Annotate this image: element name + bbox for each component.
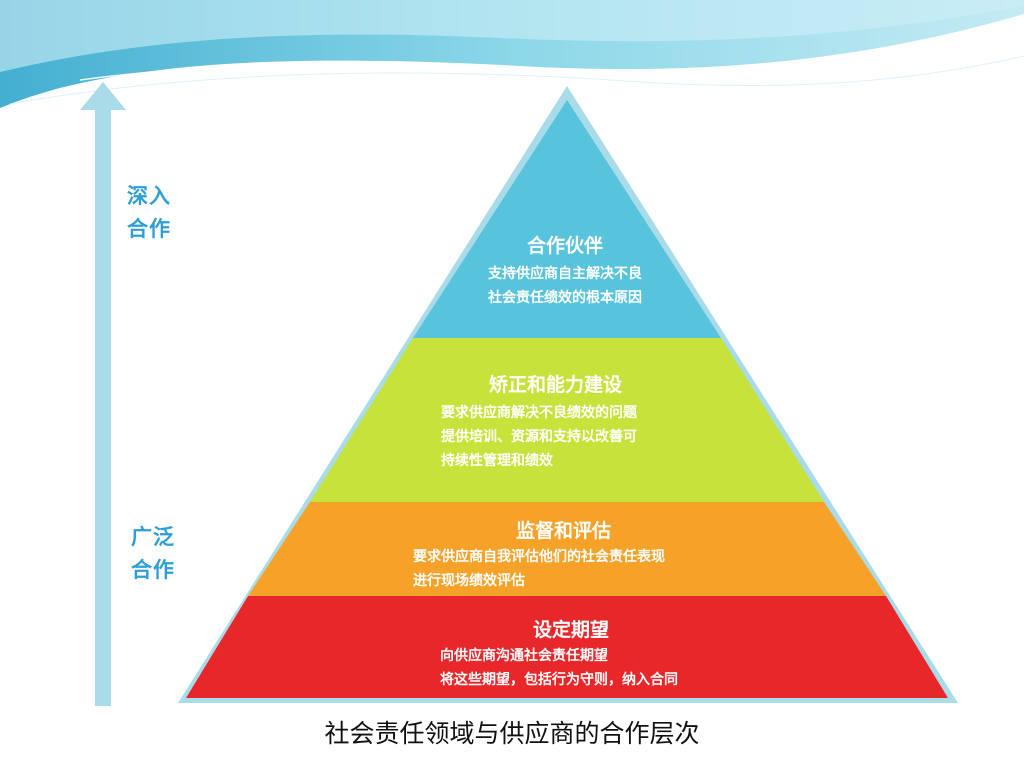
tier-monitoring-text: 监督和评估 要求供应商自我评估他们的社会责任表现 进行现场绩效评估 xyxy=(413,516,793,593)
tier-description-line: 要求供应商解决不良绩效的问题 xyxy=(441,405,637,421)
slide-caption: 社会责任领域与供应商的合作层次 xyxy=(324,719,700,748)
tier-monitoring xyxy=(248,502,886,596)
tier-description-line: 持续性管理和绩效 xyxy=(441,453,553,469)
broad-cooperation-label-line: 广泛 xyxy=(131,525,175,549)
tier-partnership-text: 合作伙伴 支持供应商自主解决不良 社会责任绩效的根本原因 xyxy=(430,231,700,310)
tier-description-line: 提供培训、资源和支持以改善可 xyxy=(441,429,637,445)
tier-corrective-text: 矫正和能力建设 要求供应商解决不良绩效的问题 提供培训、资源和支持以改善可 持续… xyxy=(441,370,771,473)
tier-title: 设定期望 xyxy=(533,619,610,641)
tier-description-line: 支持供应商自主解决不良 xyxy=(488,266,642,282)
tier-expectations-text: 设定期望 向供应商沟通社会责任期望 将这些期望，包括行为守则，纳入合同 xyxy=(440,615,820,692)
tier-description-line: 社会责任绩效的根本原因 xyxy=(488,290,642,306)
header-wave xyxy=(0,0,1024,108)
tier-description-line: 向供应商沟通社会责任期望 xyxy=(440,648,608,664)
deep-cooperation-label-line: 合作 xyxy=(127,217,171,241)
tier-description-line: 要求供应商自我评估他们的社会责任表现 xyxy=(413,549,665,565)
tier-partnership xyxy=(413,100,721,338)
deep-cooperation-label-line: 深入 xyxy=(127,184,171,208)
deep-cooperation-label: 深入 合作 xyxy=(127,180,171,246)
tier-title: 合作伙伴 xyxy=(526,235,603,257)
vertical-arrow xyxy=(80,82,126,706)
tier-description-line: 将这些期望，包括行为守则，纳入合同 xyxy=(440,672,678,688)
broad-cooperation-label-line: 合作 xyxy=(131,558,175,582)
tier-title: 矫正和能力建设 xyxy=(489,374,623,396)
tier-description-line: 进行现场绩效评估 xyxy=(413,573,525,589)
tier-corrective xyxy=(310,338,824,502)
tier-expectations xyxy=(186,596,948,698)
broad-cooperation-label: 广泛 合作 xyxy=(131,521,175,587)
tier-title: 监督和评估 xyxy=(516,520,612,542)
